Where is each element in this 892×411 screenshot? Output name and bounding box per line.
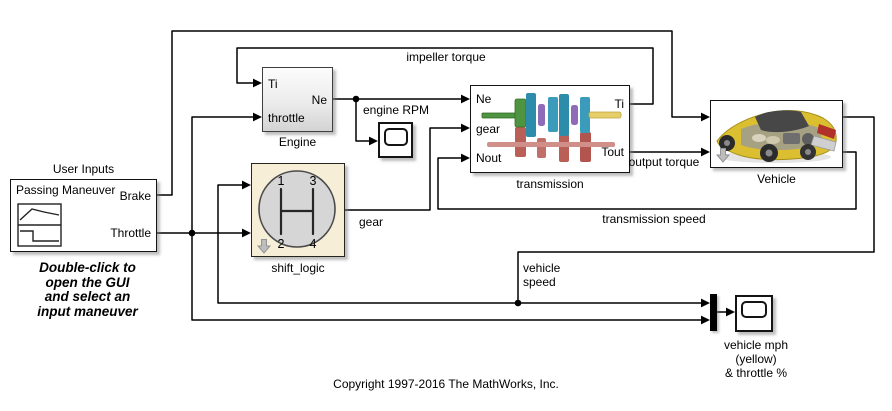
user-inputs-block[interactable]: Passing Maneuver Brake Throttle bbox=[10, 179, 157, 252]
gear-number-2: 2 bbox=[278, 237, 285, 251]
port-label-ne-out: Ne bbox=[311, 93, 327, 107]
user-inputs-header: Passing Maneuver bbox=[16, 183, 116, 197]
arrowhead-mux-in2 bbox=[701, 315, 710, 325]
mux-block[interactable] bbox=[710, 294, 717, 331]
arrowhead-vehicle-in2 bbox=[701, 147, 710, 157]
arrowhead-shift-in-throttle bbox=[242, 228, 251, 238]
note-line: input maneuver bbox=[37, 303, 138, 319]
wire-impeller-torque[interactable] bbox=[236, 47, 654, 105]
engine-rpm-scope-block[interactable] bbox=[378, 122, 413, 158]
engine-block-name: Engine bbox=[278, 135, 317, 149]
gear-number-1: 1 bbox=[278, 174, 285, 188]
note-line: open the GUI bbox=[45, 274, 130, 290]
scope-name-line: (yellow) bbox=[735, 352, 777, 366]
gear-number-4: 4 bbox=[310, 237, 317, 251]
link-badge-arrow-icon bbox=[257, 239, 271, 254]
engine-rpm-scope-name: engine RPM bbox=[362, 103, 430, 117]
port-label-trans-nout: Nout bbox=[476, 151, 502, 165]
link-badge-arrow-icon bbox=[716, 148, 730, 163]
arrowhead-mux-in1 bbox=[701, 298, 710, 308]
port-label-trans-ne: Ne bbox=[476, 92, 492, 106]
wire-brake[interactable] bbox=[157, 30, 703, 196]
copyright-annotation: Copyright 1997-2016 The MathWorks, Inc. bbox=[333, 377, 559, 391]
wire-transmission-speed[interactable] bbox=[437, 151, 857, 210]
arrowhead-transmission-nout bbox=[461, 153, 470, 163]
arrowhead-transmission-gear bbox=[461, 123, 470, 133]
scope-screen-icon bbox=[384, 128, 408, 146]
car-image bbox=[716, 110, 837, 163]
transmission-block-name: transmission bbox=[516, 177, 584, 191]
label-vehicle-speed-line: speed bbox=[523, 275, 556, 289]
label-output-torque: output torque bbox=[628, 155, 700, 169]
vehicle-block[interactable] bbox=[710, 100, 843, 168]
port-label-trans-gear: gear bbox=[476, 122, 501, 136]
gear-number-3: 3 bbox=[310, 174, 317, 188]
shift-logic-block[interactable]: 1 3 2 4 bbox=[251, 163, 345, 257]
doubleclick-annotation[interactable]: Double-click to open the GUI and select … bbox=[15, 260, 160, 319]
port-label-throttle-in: throttle bbox=[268, 111, 305, 125]
junction-dot-throttle bbox=[188, 229, 196, 237]
port-label-brake: Brake bbox=[119, 189, 151, 203]
arrowhead-transmission-ne bbox=[461, 94, 470, 104]
arrowhead-vehicle-in1 bbox=[701, 112, 710, 122]
scope-screen-icon bbox=[741, 301, 767, 318]
vehicle-scope-name: vehicle mph (yellow) & throttle % bbox=[704, 338, 808, 380]
label-transmission-speed: transmission speed bbox=[602, 212, 706, 226]
port-label-trans-ti: Ti bbox=[614, 97, 624, 111]
junction-dot-engine-rpm bbox=[352, 95, 360, 103]
arrowhead-engine-throttle bbox=[253, 112, 262, 122]
port-label-trans-tout: Tout bbox=[601, 145, 624, 159]
scope-name-line: vehicle mph bbox=[723, 338, 789, 352]
transmission-block[interactable]: Ne gear Nout Ti Tout bbox=[470, 85, 630, 173]
arrowhead-shift-in-speed bbox=[242, 180, 251, 190]
user-inputs-title: User Inputs bbox=[52, 162, 115, 176]
wire-vehicle-speed[interactable] bbox=[517, 116, 875, 303]
wire-throttle-to-mux[interactable] bbox=[191, 233, 702, 321]
junction-dot-vehicle-speed bbox=[514, 299, 522, 307]
vehicle-scope-block[interactable] bbox=[735, 295, 773, 332]
arrowhead-vehicle-scope-in bbox=[726, 307, 735, 317]
wire-gear[interactable] bbox=[345, 127, 462, 211]
arrowhead-engine-ti bbox=[253, 78, 262, 88]
gearshift-pattern-icon: 1 3 2 4 bbox=[258, 170, 336, 251]
vehicle-block-name: Vehicle bbox=[757, 172, 796, 186]
wire-throttle-to-engine[interactable] bbox=[191, 116, 254, 233]
engine-block[interactable]: Ti throttle Ne bbox=[262, 67, 333, 132]
transmission-gears-icon bbox=[481, 93, 622, 162]
arrowhead-rpm-scope-in bbox=[369, 136, 378, 146]
port-label-ti: Ti bbox=[268, 77, 278, 91]
label-impeller-torque: impeller torque bbox=[406, 50, 486, 64]
wire-vehicle-speed-to-shift-logic[interactable] bbox=[217, 184, 518, 304]
label-gear: gear bbox=[359, 215, 384, 229]
shift-logic-block-name: shift_logic bbox=[271, 261, 325, 275]
label-vehicle-speed-line: vehicle bbox=[523, 261, 561, 275]
wire-engine-rpm-to-scope[interactable] bbox=[355, 99, 370, 142]
note-line: and select an bbox=[44, 289, 131, 304]
label-vehicle-speed: vehicle speed bbox=[523, 261, 560, 289]
scope-name-line: & throttle % bbox=[724, 366, 788, 380]
maneuver-signals-icon bbox=[17, 203, 62, 247]
note-line: Double-click to bbox=[39, 260, 136, 275]
port-label-throttle: Throttle bbox=[110, 226, 151, 240]
